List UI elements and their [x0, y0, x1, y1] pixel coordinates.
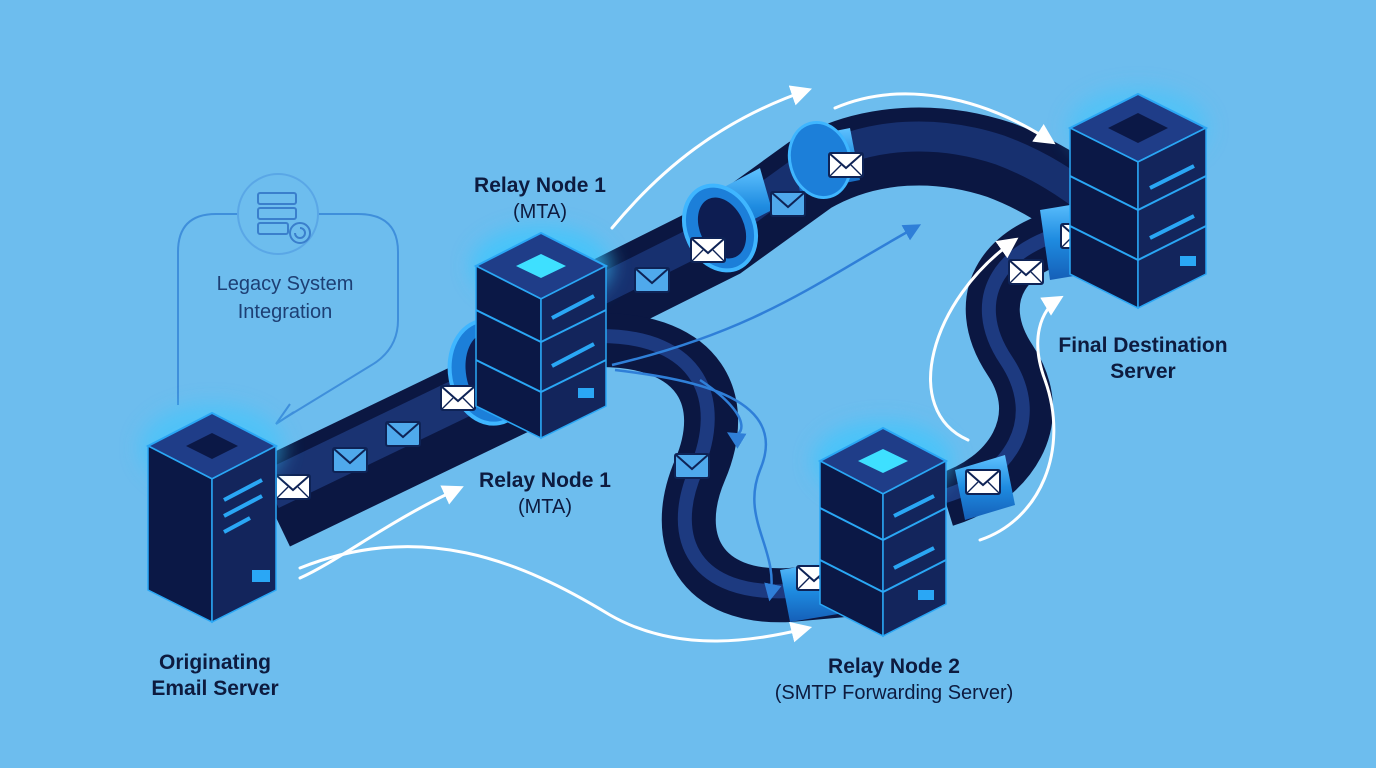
- destination-server-icon: [1067, 88, 1209, 310]
- envelope-icon: [385, 421, 421, 447]
- envelope-icon: [828, 152, 864, 178]
- destination-label-line1: Final Destination: [1058, 334, 1228, 357]
- envelope-icon: [275, 474, 311, 500]
- envelope-icon: [770, 191, 806, 217]
- legacy-integration-loop: [177, 173, 399, 425]
- envelope-icon: [634, 267, 670, 293]
- relay1-bottom-subtitle: (MTA): [517, 496, 573, 518]
- originating-label-line1: Originating: [159, 651, 271, 674]
- relay1-top-title: Relay Node 1: [474, 174, 606, 197]
- relay1-top-subtitle: (MTA): [512, 201, 568, 223]
- envelope-icon: [1008, 259, 1044, 285]
- originating-label-line2: Email Server: [151, 677, 279, 700]
- arrow-icon: [611, 224, 922, 367]
- legacy-system-label: Legacy System Integration: [192, 270, 378, 326]
- relay2-subtitle: (SMTP Forwarding Server): [774, 682, 1014, 704]
- relay1-bottom-title: Relay Node 1: [479, 469, 611, 492]
- originating-server-icon: [140, 404, 284, 624]
- database-sync-icon: [237, 173, 319, 255]
- relay2-title: Relay Node 2: [828, 655, 960, 678]
- arrow-icon: [699, 378, 747, 449]
- envelope-icon: [332, 447, 368, 473]
- originating-server-label: Originating Email Server: [120, 650, 310, 702]
- arrow-icon: [833, 92, 1056, 145]
- destination-label-line2: Server: [1110, 360, 1176, 383]
- relay-node-1-bottom-label: Relay Node 1 (MTA): [460, 468, 630, 520]
- envelope-icon: [674, 453, 710, 479]
- relay-node-1-icon: [471, 226, 611, 440]
- relay-node-2-icon: [813, 421, 953, 638]
- legacy-label-line2: Integration: [237, 301, 333, 323]
- relay-node-1-top-label: Relay Node 1 (MTA): [455, 173, 625, 225]
- arrow-icon: [610, 85, 812, 230]
- arrow-icon: [298, 545, 813, 643]
- arrow-icon: [929, 237, 1019, 442]
- envelope-icon: [690, 237, 726, 263]
- arrow-icon: [298, 485, 464, 580]
- arrow-icon: [978, 295, 1064, 542]
- arrow-icon: [614, 368, 782, 602]
- destination-server-label: Final Destination Server: [1040, 333, 1246, 385]
- flow-arrows: [298, 85, 1064, 643]
- relay-node-2-label: Relay Node 2 (SMTP Forwarding Server): [752, 654, 1036, 706]
- envelope-icon: [965, 469, 1001, 495]
- envelope-icon: [440, 385, 476, 411]
- flow-arrows-blue: [611, 224, 922, 602]
- legacy-label-line1: Legacy System: [216, 273, 354, 295]
